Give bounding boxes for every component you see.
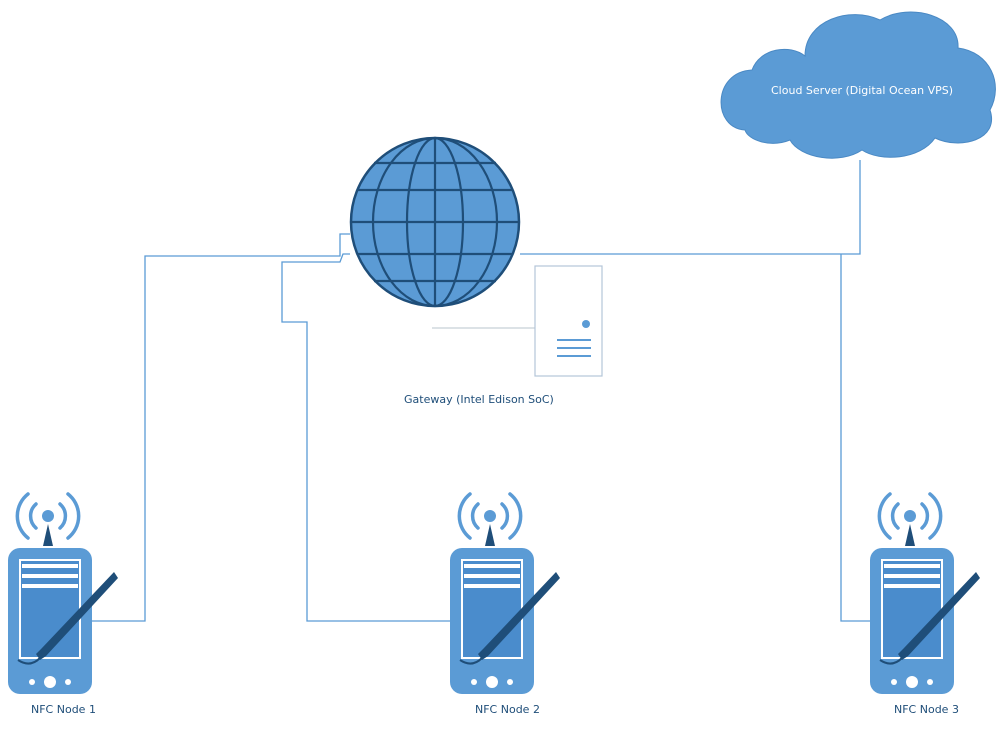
tablet-pen-icon — [450, 548, 560, 694]
gateway-label: Gateway (Intel Edison SoC) — [404, 393, 554, 406]
globe-icon — [349, 136, 521, 308]
connector-node2-gateway — [281, 253, 452, 622]
nfc-node-3-label: NFC Node 3 — [894, 703, 959, 716]
cloud-server-label: Cloud Server (Digital Ocean VPS) — [771, 84, 954, 97]
tablet-pen-icon — [870, 548, 980, 694]
wireless-signal-icon — [877, 492, 943, 546]
wireless-signal-icon — [457, 492, 523, 546]
nfc-node-2-label: NFC Node 2 — [475, 703, 540, 716]
nfc-node-1-label: NFC Node 1 — [31, 703, 96, 716]
server-icon — [534, 265, 603, 377]
connector-cloud-gateway — [520, 160, 861, 255]
cloud-icon — [720, 11, 996, 159]
connector-lines — [92, 160, 870, 622]
nfc-node-2-device — [450, 492, 560, 694]
nfc-node-1-device — [8, 492, 118, 694]
nfc-node-3-device — [870, 492, 980, 694]
connector-gateway-node3 — [840, 254, 870, 622]
wireless-signal-icon — [15, 492, 81, 546]
tablet-pen-icon — [8, 548, 118, 694]
connector-node1-gateway — [92, 233, 350, 622]
